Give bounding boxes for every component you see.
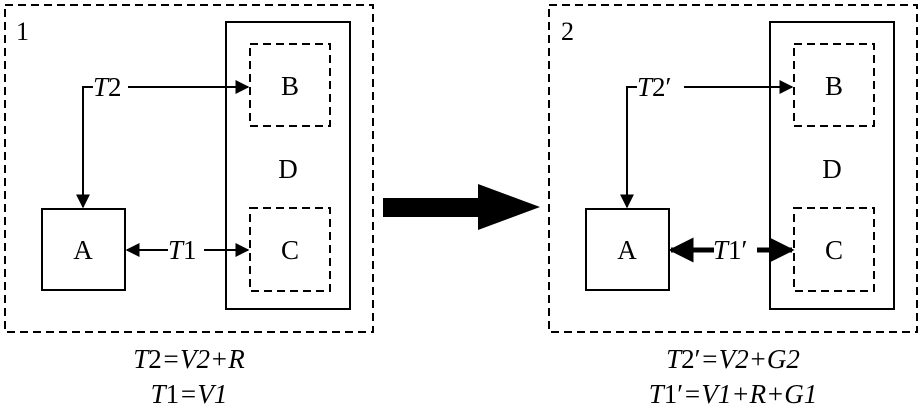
panel-2-frame (548, 4, 918, 333)
panel-2-link-top-label: T2′ (637, 72, 671, 102)
panel-2-box-d (769, 21, 895, 310)
panel-1: 1 D B C A T2 T1 T2=V2+R T1=V1 (4, 4, 374, 409)
panel-2: 2 D B C A T2′ T1′ T2′=V2+G2 T1′=V1+R+G1 (548, 4, 918, 409)
panel-1-frame (4, 4, 374, 333)
panel-1-equation-1: T2=V2+R (133, 344, 245, 374)
panel-2-label-d: D (822, 154, 842, 184)
panel-1-label-d: D (278, 154, 298, 184)
panel-1-box-b (249, 43, 331, 127)
panel-1-label-a: A (73, 235, 93, 265)
panel-2-box-c (793, 207, 875, 292)
panel-2-equation-2: T1′=V1+R+G1 (649, 379, 818, 409)
panel-2-label-b: B (825, 71, 843, 101)
panel-1-link-bottom-label: T1 (168, 235, 197, 265)
panel-1-box-d (225, 21, 351, 310)
panel-1-equation-2: T1=V1 (151, 379, 228, 409)
panel-1-label-c: C (281, 235, 299, 265)
panel-2-label-a: A (617, 235, 637, 265)
panel-2-label-c: C (825, 235, 843, 265)
panel-2-link-bottom-label: T1′ (713, 235, 747, 265)
panel-2-number: 2 (561, 17, 574, 46)
panel-2-arrow-t2-to-a (620, 86, 637, 209)
panel-2-equation-1: T2′=V2+G2 (666, 344, 800, 374)
panel-1-number: 1 (16, 17, 29, 46)
panel-1-label-b: B (281, 71, 299, 101)
panel-1-box-a (41, 208, 126, 291)
panel-1-arrow-t2-to-a (76, 86, 93, 209)
panel-1-link-top-label: T2 (93, 72, 122, 102)
big-right-arrow-icon (383, 184, 540, 230)
panel-2-box-b (793, 43, 875, 127)
panel-1-box-c (249, 207, 331, 292)
